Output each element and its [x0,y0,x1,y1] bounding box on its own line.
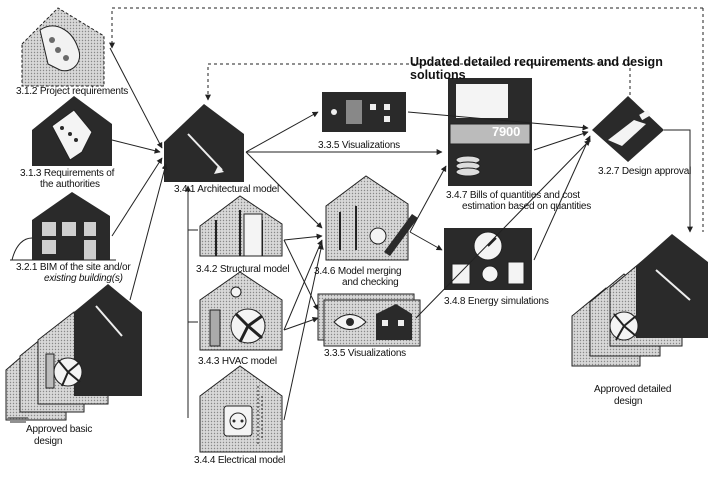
label-authorities-line2: the authorities [40,179,100,190]
authorities-house [32,96,112,166]
bills-value: 7900 [492,126,520,137]
hvac-model-house [200,272,282,350]
model-merging-house [326,176,418,260]
label-structural-model: 3.4.2 Structural model [196,264,289,275]
diagram-title-line2: solutions [410,69,466,82]
label-electrical-model: 3.4.4 Electrical model [194,455,285,466]
approved-detailed-stack [572,234,708,366]
label-hvac-model: 3.4.3 HVAC model [198,356,277,367]
energy-simulations-panel [444,228,532,290]
label-design-approval: 3.2.7 Design approval [598,166,691,177]
socket-icon [224,406,252,436]
label-visualizations-top: 3.3.5 Visualizations [318,140,400,151]
bim-site-house [10,192,116,260]
structural-model-house [200,196,282,256]
label-merging-line1: 3.4.6 Model merging [314,266,401,277]
project-requirements-house [22,8,104,86]
architectural-model-house [164,104,244,182]
label-authorities-line1: 3.1.3 Requirements of [20,168,114,179]
visualizations-top-panel [322,92,406,132]
label-visualizations-bottom: 3.3.5 Visualizations [324,348,406,359]
electrical-model-house [200,366,282,452]
label-approved-detailed-line1: Approved detailed [594,384,671,395]
label-bim-site-line1: 3.2.1 BIM of the site and/or [16,262,130,273]
approved-basic-stack [6,284,142,422]
label-bills-line2: estimation based on quantities [462,201,591,212]
label-approved-basic-line2: design [34,436,62,447]
label-bills-line1: 3.4.7 Bills of quantities and cost [446,190,580,201]
label-approved-detailed-line2: design [614,396,642,407]
label-architectural-model: 3.4.1 Architectural model [174,184,279,195]
feedback-top-line [112,8,703,48]
design-approval-diamond [592,96,664,162]
label-bim-site-line2: existing building(s) [44,273,123,284]
label-merging-line2: and checking [342,277,399,288]
visualizations-bottom-panel [318,294,420,346]
label-approved-basic-line1: Approved basic [26,424,92,435]
label-project-requirements: 3.1.2 Project requirements [16,86,128,97]
label-energy-simulations: 3.4.8 Energy simulations [444,296,549,307]
